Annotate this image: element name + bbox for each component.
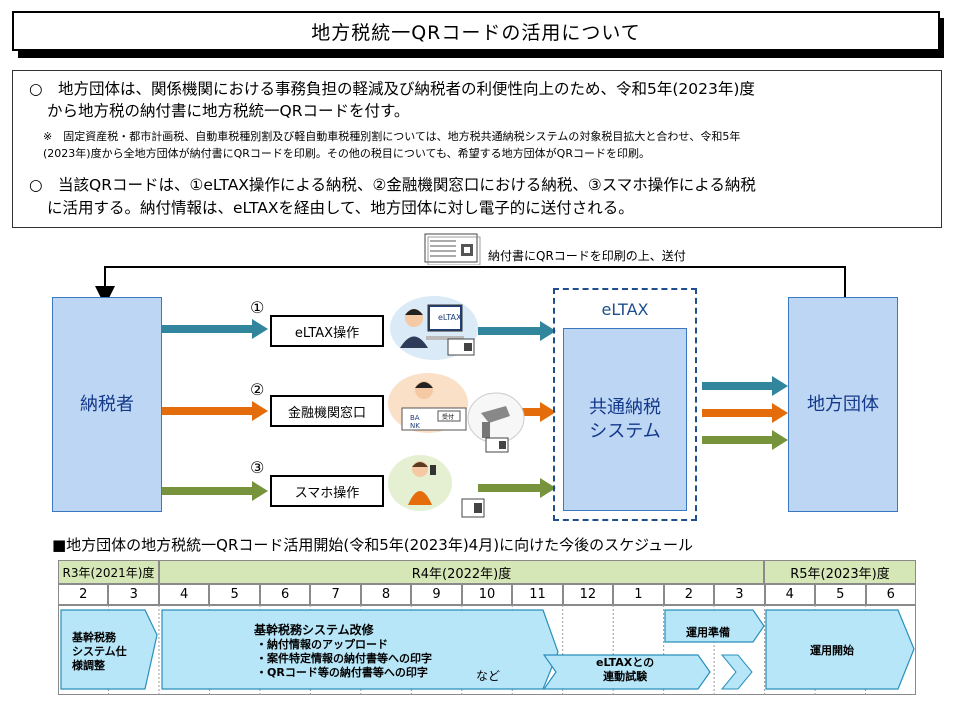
month-header-cell: 3 [714, 584, 765, 605]
method-smartphone-label: スマホ操作 [294, 485, 360, 501]
month-header-cell: 8 [360, 584, 412, 605]
smartphone-user-illustration [388, 455, 485, 518]
arrow-system-to-localgov-green [702, 430, 788, 450]
month-header-cell: 7 [310, 584, 361, 605]
month-header-cell: 5 [209, 584, 260, 605]
year-header-r4: R4年(2022年)度 [159, 560, 764, 584]
month-header-cell: 4 [764, 584, 816, 605]
pc-user-illustration: eLTAX [390, 296, 478, 360]
arrow-taxpayer-to-smartphone [162, 481, 268, 501]
counter-sign-text: 受付 [442, 413, 454, 421]
method-number-2: ② [250, 380, 265, 399]
arrow-taxpayer-to-eltax [162, 319, 268, 339]
month-header-cell: 6 [865, 584, 916, 605]
arrow-smartphone-to-system [478, 478, 556, 498]
bank-text-1: BA [410, 414, 420, 422]
month-header-cell: 11 [512, 584, 563, 605]
method-bank-box: 金融機関窓口 [270, 395, 384, 427]
common-tax-system-box: 共通納税 システム [563, 328, 687, 511]
intro-p1-line2: から地方税の納付書に地方税統一QRコードを付す。 [47, 102, 410, 120]
eltax-group-label: eLTAX [601, 300, 649, 319]
month-header-cell: 3 [108, 584, 159, 605]
eltax-group-border [553, 288, 697, 521]
intro-note-line2: (2023年)度から全地方団体が納付書にQRコードを印刷。その他の税目についても… [43, 147, 650, 160]
intro-note-line1: ※ 固定資産税・都市計画税、自動車税種別割及び軽自動車税種別割については、地方税… [43, 130, 741, 143]
taxpayer-box: 納税者 [52, 297, 162, 512]
arrow-taxpayer-to-bank [162, 401, 268, 421]
month-header-cell: 9 [411, 584, 462, 605]
page-title: 地方税統一QRコードの活用について [12, 11, 940, 51]
intro-p2-line1: ○ 当該QRコードは、①eLTAX操作による納税、②金融機関窓口における納税、③… [29, 176, 756, 194]
month-header-cell: 2 [663, 584, 715, 605]
local-government-box: 地方団体 [788, 297, 898, 512]
intro-box: ○ 地方団体は、関係機関における事務負担の軽減及び納税者の利便性向上のため、令和… [12, 70, 942, 228]
chevron-right-icon [720, 654, 753, 690]
taxpayer-label: 納税者 [80, 393, 134, 415]
arrow-eltax-to-system [478, 321, 556, 341]
common-system-line2: システム [589, 420, 661, 442]
task-operation-start-label: 運用開始 [810, 644, 854, 657]
document-icon [424, 233, 481, 265]
task-system-renovation-title: 基幹税務システム改修 [254, 623, 374, 637]
task-operation-start-arrow [765, 609, 915, 690]
month-header-cell: 2 [58, 584, 109, 605]
month-header-cell: 6 [259, 584, 311, 605]
task-spec-adjust-label: 基幹税務 システム仕 様調整 [72, 631, 127, 672]
month-header-cell: 5 [815, 584, 866, 605]
task-system-renovation-items: ・納付情報のアップロード ・案件特定情報の納付書等への印字 ・QRコード等の納付… [256, 638, 432, 679]
month-header-cell: 12 [562, 584, 614, 605]
intro-p1-line1: ○ 地方団体は、関係機関における事務負担の軽減及び納税者の利便性向上のため、令和… [29, 80, 755, 98]
task-spec-adjust-arrow [60, 609, 158, 690]
task-operation-prep-arrow [664, 609, 765, 643]
method-eltax-box: eLTAX操作 [270, 315, 384, 347]
year-header-r3: R3年(2021年)度 [58, 560, 159, 584]
schedule-tasks [60, 609, 915, 690]
task-etc-label: など [476, 669, 501, 683]
task-linkage-test-arrow [542, 654, 711, 690]
method-number-1: ① [250, 298, 265, 317]
arrow-system-to-localgov-teal [702, 376, 788, 396]
month-header-cell: 10 [461, 584, 513, 605]
intro-p2-line2: に活用する。納付情報は、eLTAXを経由して、地方団体に対し電子的に送付される。 [47, 199, 634, 217]
flow-connectors [95, 266, 846, 501]
common-system-line1: 共通納税 [589, 396, 661, 418]
schedule-body [58, 605, 916, 695]
method-eltax-label: eLTAX操作 [294, 325, 360, 341]
arrow-bank-to-system [522, 402, 556, 422]
month-header-cell: 4 [158, 584, 210, 605]
task-system-renovation-arrow [161, 609, 559, 690]
task-linkage-test-label: eLTAXとの 連動試験 [596, 656, 655, 683]
month-header-cell: 1 [613, 584, 664, 605]
schedule-title: ■地方団体の地方税統一QRコード活用開始(令和5年(2023年)4月)に向けた今… [52, 536, 694, 554]
return-arrow [95, 266, 846, 306]
monitor-text: eLTAX [438, 313, 462, 322]
year-header-r5: R5年(2023年)度 [764, 560, 916, 584]
method-smartphone-box: スマホ操作 [270, 475, 384, 507]
arrow-system-to-localgov-orange [702, 403, 788, 423]
bank-text-2: NK [410, 422, 420, 430]
method-bank-label: 金融機関窓口 [287, 405, 366, 421]
task-operation-prep-label: 運用準備 [686, 626, 730, 639]
bank-counter-illustration: BA NK 受付 [388, 373, 525, 453]
print-and-send-note: 納付書にQRコードを印刷の上、送付 [488, 249, 686, 263]
local-government-label: 地方団体 [807, 393, 879, 415]
method-number-3: ③ [250, 458, 265, 477]
